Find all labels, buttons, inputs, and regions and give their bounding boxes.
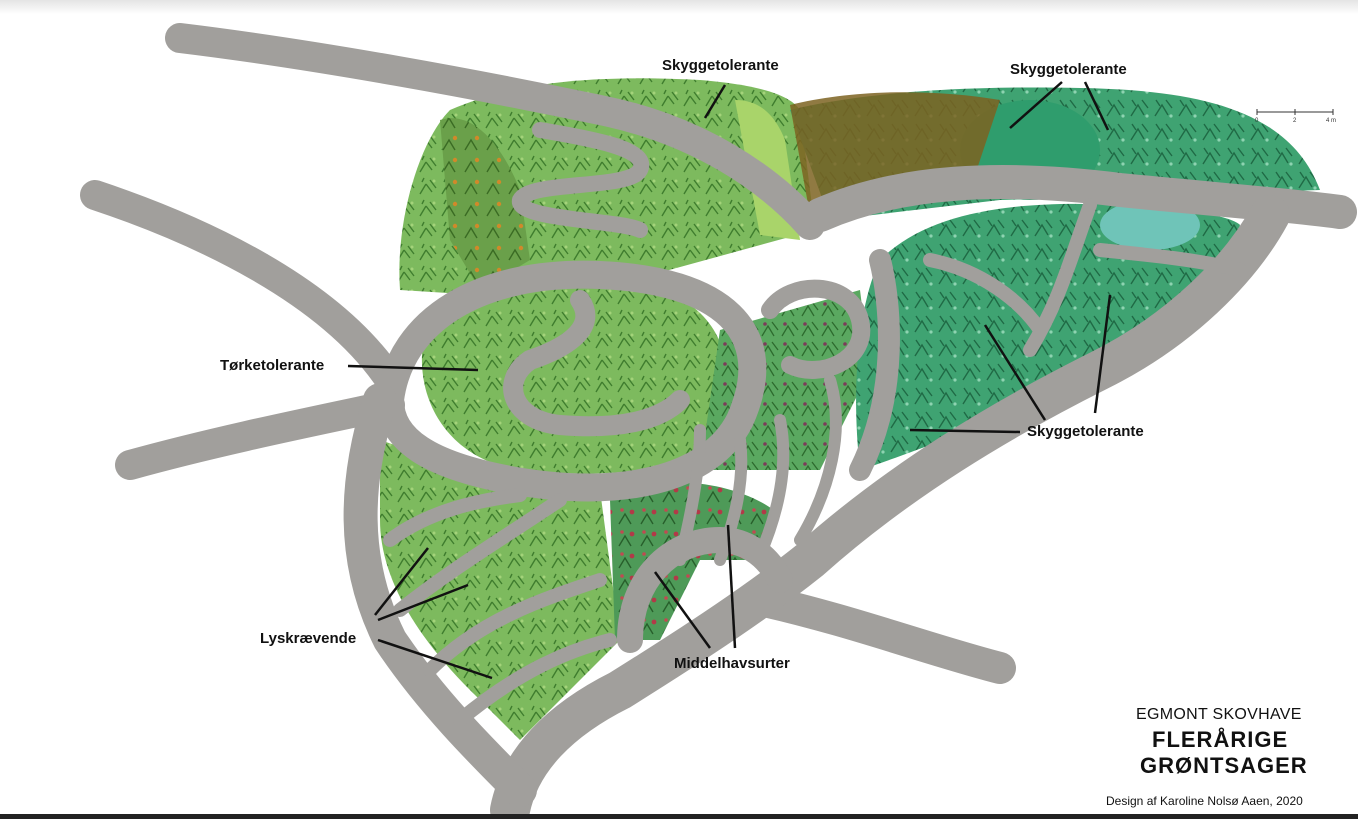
- leader-lines: [347, 81, 1112, 680]
- path-west: [80, 180, 405, 395]
- title-line-3: GRØNTSAGER: [1140, 753, 1308, 778]
- path-east-3: [1093, 243, 1247, 277]
- leader-lys-c: [377, 638, 493, 680]
- path-arc-2: [393, 493, 567, 617]
- path-med-arc: [617, 527, 793, 653]
- path-east-2: [1023, 198, 1097, 357]
- leader-torke: [347, 364, 479, 372]
- path-curl: [761, 279, 871, 379]
- label-lyskraevende: Lyskrævende: [260, 630, 357, 647]
- label-middelhavsurter: Middelhavsurter: [674, 655, 790, 672]
- leader-skygge-top-right-a: [1009, 81, 1063, 129]
- label-torketolerante: Tørketolerante: [220, 357, 325, 374]
- bed-dry-zone: [440, 118, 530, 290]
- scale-label-4: 4 m: [1326, 118, 1336, 124]
- path-arc-3: [423, 573, 607, 677]
- path-south-east: [744, 584, 1016, 684]
- leader-middelhav-a: [653, 571, 712, 649]
- label-skyggetolerante-right: Skyggetolerante: [1027, 423, 1144, 440]
- path-network: [80, 23, 1357, 819]
- path-south: [490, 195, 1290, 819]
- blue-hosta: [1100, 200, 1200, 250]
- label-skyggetolerante-top-right: Skyggetolerante: [1010, 61, 1127, 78]
- label-skyggetolerante-top-mid: Skyggetolerante: [662, 57, 779, 74]
- scale-label-0: 0: [1255, 118, 1259, 124]
- leader-lys-b: [377, 583, 469, 622]
- leader-skygge-right-a: [983, 324, 1047, 421]
- leader-lys-a: [374, 547, 429, 616]
- path-oval-outer: [376, 260, 767, 502]
- leader-skygge-right-b: [1093, 294, 1112, 414]
- credit-text: Design af Karoline Nolsø Aaen, 2020: [1106, 794, 1303, 808]
- path-east-1: [923, 253, 1047, 337]
- leader-middelhav-b: [726, 524, 737, 649]
- scale-label-2: 2: [1293, 118, 1297, 124]
- path-east-4: [849, 249, 900, 481]
- title-line-2: FLERÅRIGE: [1152, 727, 1289, 752]
- path-north-west: [165, 23, 825, 240]
- scale-bar: 0 2 4 m: [1255, 109, 1336, 124]
- path-spiral: [503, 290, 690, 437]
- leader-skygge-top-mid: [703, 84, 727, 119]
- path-meander: [512, 122, 650, 238]
- title-line-1: EGMONT SKOVHAVE: [1136, 706, 1302, 723]
- path-arc-4: [453, 633, 617, 727]
- path-arc-1: [383, 488, 527, 547]
- path-west-loop: [343, 383, 537, 807]
- top-bar: [0, 0, 1358, 14]
- bottom-bar: [0, 814, 1358, 819]
- leader-skygge-right-c: [909, 428, 1021, 434]
- path-strip-4: [794, 374, 842, 546]
- leader-skygge-top-right-b: [1083, 81, 1110, 131]
